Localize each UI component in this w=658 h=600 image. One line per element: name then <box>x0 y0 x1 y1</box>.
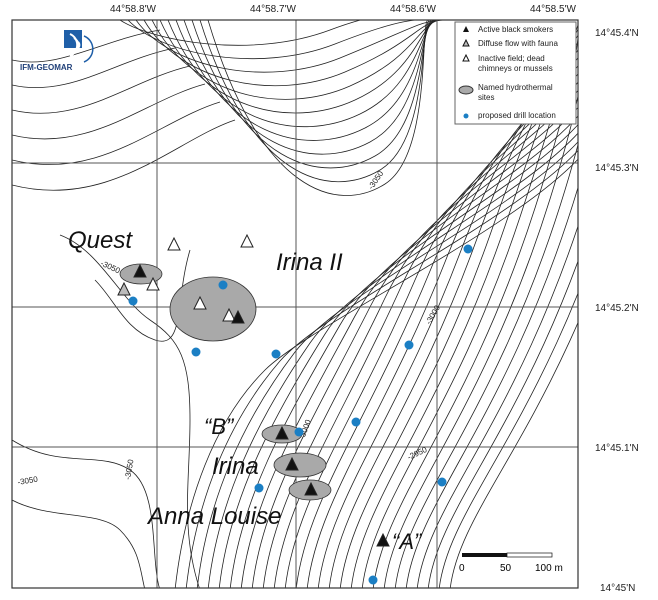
contour-line <box>394 142 578 588</box>
lon-label: 44°58.6'W <box>390 4 436 15</box>
contour-line <box>207 132 578 588</box>
contour-line <box>12 65 191 114</box>
svg-text:proposed drill location: proposed drill location <box>478 111 556 120</box>
white-triangle-icon <box>462 53 470 62</box>
contour-line <box>449 321 578 588</box>
drill-location-marker <box>191 347 201 357</box>
lat-label: 14°45'N <box>600 583 635 594</box>
svg-text:Diffuse flow with fauna: Diffuse flow with fauna <box>478 39 558 48</box>
drill-location-marker <box>218 280 228 290</box>
contour-line <box>12 29 161 63</box>
contour-line <box>427 260 578 588</box>
contour-line <box>167 20 439 128</box>
inactive-field-marker <box>146 276 160 291</box>
contour-line <box>191 20 433 169</box>
site-label-a: “A” <box>392 529 423 554</box>
contour-line <box>383 93 578 588</box>
contour-line <box>12 47 176 89</box>
site-label-irina-ii: Irina II <box>276 249 343 276</box>
svg-text:Inactive field; dead: Inactive field; dead <box>478 54 545 63</box>
contour-line <box>183 20 435 155</box>
contour-label: -3050 <box>123 458 136 480</box>
gray-triangle-icon <box>462 38 470 47</box>
drill-location-marker <box>351 417 361 427</box>
contour-line <box>12 439 160 588</box>
drill-location-marker <box>128 296 138 306</box>
inactive-field-marker <box>167 236 181 251</box>
lat-label: 14°45.3'N <box>595 163 639 174</box>
contour-line <box>207 20 429 196</box>
contour-line <box>12 101 221 165</box>
lat-label: 14°45.4'N <box>595 28 639 39</box>
svg-text:0: 0 <box>459 563 465 574</box>
contour-line <box>12 83 206 140</box>
ifm-geomar-logo: IFM-GEOMAR <box>20 30 94 72</box>
map-frame <box>11 19 579 589</box>
svg-text:chimneys or mussels: chimneys or mussels <box>478 64 553 73</box>
contour-label: -3050 <box>17 474 39 487</box>
contour-line <box>127 20 448 59</box>
drill-location-marker <box>463 244 473 254</box>
lon-label: 44°58.8'W <box>110 4 156 15</box>
contour-line <box>12 119 236 191</box>
site-irina-ii <box>169 276 257 342</box>
contour-line <box>416 224 578 588</box>
contour-label: -3050 <box>99 259 122 276</box>
contour-line <box>59 234 200 588</box>
contour-line <box>159 20 441 114</box>
black-smoker-marker <box>285 456 299 471</box>
drill-location-marker <box>368 575 378 585</box>
svg-text:50: 50 <box>500 563 512 574</box>
inactive-field-marker <box>222 307 236 322</box>
lon-label: 44°58.5'W <box>530 4 576 15</box>
site-irina <box>273 452 327 478</box>
contour-line <box>438 292 578 588</box>
inactive-field-marker <box>240 233 254 248</box>
contour-line <box>185 149 578 588</box>
svg-text:100 m: 100 m <box>535 563 563 574</box>
site-label-quest: Quest <box>68 227 133 254</box>
contour-line <box>240 106 578 588</box>
scale-bar: 0 50 100 m <box>459 552 563 574</box>
lat-label: 14°45.1'N <box>595 443 639 454</box>
legend: Active black smokers Diffuse flow with f… <box>454 21 577 125</box>
black-triangle-icon <box>463 26 469 32</box>
black-smoker-marker <box>304 481 318 496</box>
lat-label: 14°45.2'N <box>595 303 639 314</box>
contour-line <box>12 499 145 588</box>
site-label-anna-louise: Anna Louise <box>146 503 281 530</box>
contour-label: -3050 <box>366 169 385 191</box>
svg-text:IFM-GEOMAR: IFM-GEOMAR <box>20 63 73 72</box>
black-smoker-marker <box>275 425 289 440</box>
contour-line <box>143 20 445 87</box>
svg-text:sites: sites <box>478 93 494 102</box>
contour-line <box>175 20 437 141</box>
drill-location-marker <box>254 483 264 493</box>
contour-line <box>151 20 443 100</box>
contour-line <box>119 20 450 46</box>
drill-location-marker <box>437 477 447 487</box>
black-smoker-marker <box>133 263 147 278</box>
svg-text:Named hydrothermal: Named hydrothermal <box>478 83 553 92</box>
contour-line <box>372 34 578 588</box>
contour-line <box>135 20 447 73</box>
drill-location-marker <box>271 349 281 359</box>
inactive-field-marker <box>193 295 207 310</box>
site-label-b: “B” <box>204 414 235 439</box>
black-smoker-marker <box>231 309 245 324</box>
lon-label: 44°58.7'W <box>250 4 296 15</box>
svg-text:Active black smokers: Active black smokers <box>478 25 553 34</box>
contour-line <box>229 115 578 588</box>
drill-location-marker <box>404 340 414 350</box>
gray-ellipse-icon <box>458 85 474 95</box>
contour-line <box>199 20 431 183</box>
black-smoker-marker <box>376 532 390 547</box>
drill-location-marker <box>294 427 304 437</box>
diffuse-flow-marker <box>117 281 131 296</box>
site-label-irina: Irina <box>212 453 259 480</box>
contour-line <box>174 158 578 588</box>
blue-dot-icon <box>463 113 469 119</box>
